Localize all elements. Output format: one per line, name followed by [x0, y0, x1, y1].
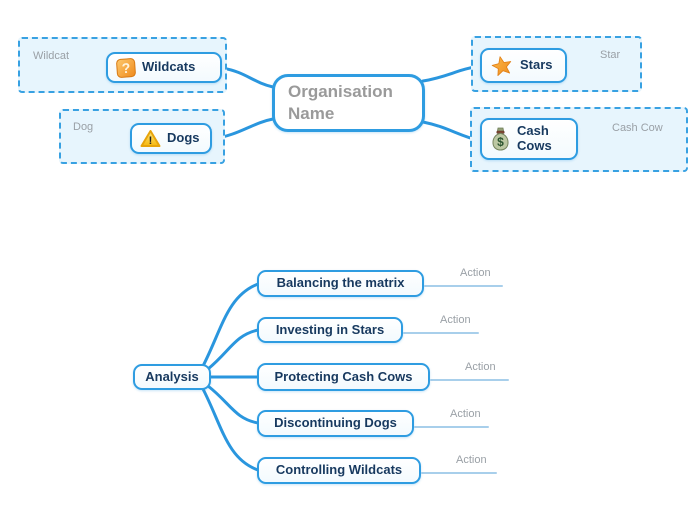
node-balancing-the-matrix[interactable]: Balancing the matrix [257, 270, 424, 297]
node-analysis[interactable]: Analysis [133, 364, 211, 390]
label-cash-cow[interactable]: Cash Cow [612, 122, 663, 134]
node-cash-cows[interactable]: $ Cash Cows [480, 118, 578, 160]
svg-text:?: ? [121, 59, 131, 76]
label-action-balancing[interactable]: Action [460, 267, 491, 279]
stars-label: Stars [520, 57, 553, 73]
label-action-discontinuing[interactable]: Action [450, 408, 481, 420]
star-icon [490, 54, 514, 78]
analysis-label: Analysis [145, 368, 199, 384]
controlling-wildcats-label: Controlling Wildcats [275, 462, 403, 478]
discontinuing-dogs-label: Discontinuing Dogs [274, 415, 397, 431]
label-star[interactable]: Star [600, 49, 621, 61]
node-dogs[interactable]: ! Dogs [130, 123, 212, 154]
question-icon: ? [116, 57, 136, 78]
connector-central-wildcats [220, 66, 275, 89]
money-bag-icon: $ [490, 126, 511, 152]
dogs-label: Dogs [167, 130, 200, 146]
investing-in-stars-label: Investing in Stars [275, 321, 385, 337]
label-action-protecting[interactable]: Action [465, 361, 496, 373]
warning-icon: ! [140, 129, 161, 148]
connector-analysis-balancing [201, 282, 260, 368]
organisation-name-label: Organisation Name [288, 81, 393, 123]
protecting-cash-cows-label: Protecting Cash Cows [274, 368, 413, 384]
connector-analysis-controlling [201, 387, 260, 472]
label-action-controlling[interactable]: Action [456, 454, 487, 466]
cash-cows-label: Cash Cows [517, 123, 552, 153]
svg-text:!: ! [149, 135, 153, 147]
balancing-the-matrix-label: Balancing the matrix [276, 275, 405, 291]
node-discontinuing-dogs[interactable]: Discontinuing Dogs [257, 410, 414, 437]
node-investing-in-stars[interactable]: Investing in Stars [257, 317, 403, 343]
label-action-investing[interactable]: Action [440, 314, 471, 326]
node-stars[interactable]: Stars [480, 48, 567, 83]
connector-analysis-discontinuing [206, 384, 260, 425]
svg-text:$: $ [497, 135, 504, 149]
label-wildcat[interactable]: Wildcat [33, 50, 70, 62]
node-organisation-name[interactable]: Organisation Name [272, 74, 425, 132]
node-wildcats[interactable]: ? Wildcats [106, 52, 222, 83]
label-dog[interactable]: Dog [73, 121, 94, 133]
node-protecting-cash-cows[interactable]: Protecting Cash Cows [257, 363, 430, 391]
connector-analysis-investing [206, 328, 260, 371]
node-controlling-wildcats[interactable]: Controlling Wildcats [257, 457, 421, 484]
wildcats-label: Wildcats [142, 59, 196, 75]
